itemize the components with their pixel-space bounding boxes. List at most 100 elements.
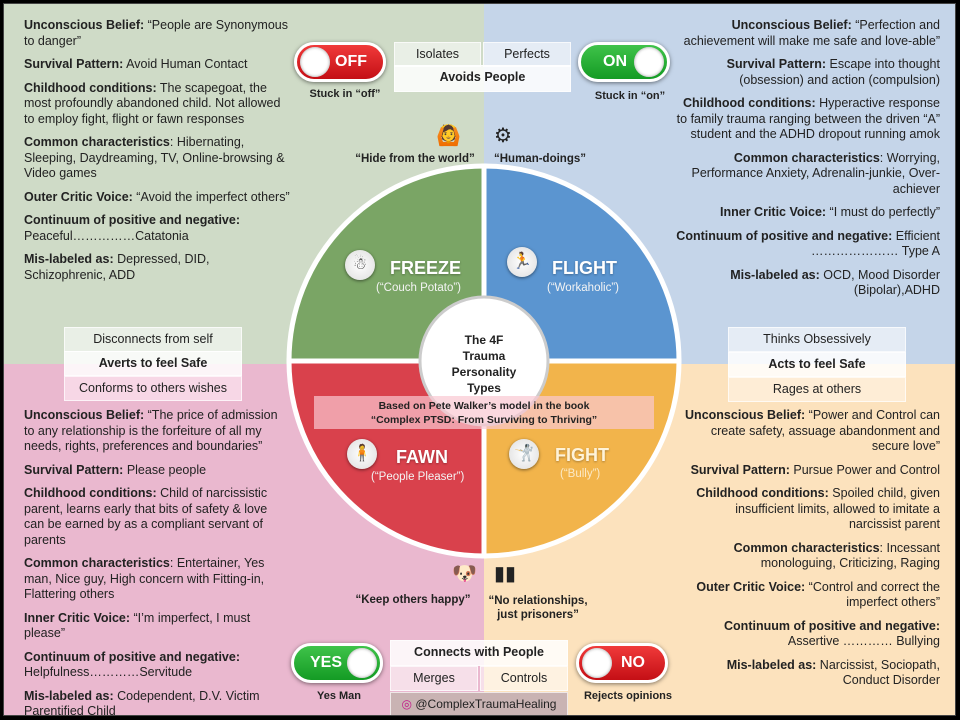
attribute-value: Please people <box>123 462 207 477</box>
attribute-2: Childhood conditions: Hyperactive respon… <box>672 96 940 143</box>
toggle-label: ON <box>603 53 627 70</box>
attribute-value: Spoiled child, given insufficient limits… <box>735 486 940 531</box>
thinks-obsessively-box: Thinks Obsessively <box>728 327 906 352</box>
attribute-label: Unconscious Belief: <box>731 18 852 32</box>
attribute-label: Childhood conditions: <box>24 486 157 500</box>
attribute-3: Common characteristics: Hibernating, Sle… <box>24 135 294 182</box>
fawn-person-icon: 🧍 <box>347 439 377 469</box>
attribute-value: : Worrying, Performance Anxiety, Adrenal… <box>691 150 941 196</box>
center-line: Trauma <box>462 349 506 363</box>
attribute-4: Inner Critic Voice: “I must do perfectly… <box>672 205 940 221</box>
attribute-value: “I’m imperfect, I must please” <box>24 610 251 641</box>
center-title: The 4F Trauma Personality Types <box>422 332 546 396</box>
attribute-label: Mis-labeled as: <box>730 267 820 282</box>
prison-icon: ▮▮ <box>494 563 517 585</box>
attribute-6: Mis-labeled as: Codependent, D.V. Victim… <box>24 688 289 716</box>
instagram-handle[interactable]: ◎ @ComplexTraumaHealing <box>390 692 568 715</box>
attribute-label: Survival Pattern: <box>24 57 124 71</box>
source-banner: Based on Pete Walker’s model in the book… <box>314 396 654 429</box>
attribute-label: Childhood conditions: <box>683 96 816 110</box>
flight-segment <box>481 163 682 364</box>
flight-nickname: (“Workaholic”) <box>547 282 619 294</box>
toggle-label: NO <box>621 654 645 671</box>
attribute-value: “The price of admission to any relations… <box>24 408 278 453</box>
attribute-value: The scapegoat, the most profoundly aband… <box>24 80 281 126</box>
handle-text: @ComplexTraumaHealing <box>415 697 557 711</box>
attribute-value: Child of narcissistic parent, learns ear… <box>24 486 268 547</box>
fawn-label: FAWN <box>396 447 448 467</box>
source-line: Based on Pete Walker’s model in the book <box>378 400 590 412</box>
attribute-label: Childhood conditions: <box>24 80 157 95</box>
attribute-value: “Avoid the imperfect others” <box>132 189 290 204</box>
toggle-knob <box>582 648 612 678</box>
attribute-0: Unconscious Belief: “People are Synonymo… <box>24 18 294 49</box>
attribute-value: : Incessant monologuing, Criticizing, Ra… <box>760 540 940 571</box>
attribute-4: Inner Critic Voice: “I’m imperfect, I mu… <box>24 611 289 642</box>
attribute-0: Unconscious Belief: “The price of admiss… <box>24 408 289 455</box>
connects-box: Connects with People <box>390 640 568 666</box>
attribute-6: Mis-labeled as: OCD, Mood Disorder (Bipo… <box>672 268 940 299</box>
disconnects-box: Disconnects from self <box>64 327 242 352</box>
attribute-value: “Perfection and achievement will make me… <box>683 18 940 48</box>
freeze-toggle-caption: Stuck in “off” <box>309 88 381 100</box>
attribute-label: Outer Critic Voice: <box>696 579 806 594</box>
center-line: Types <box>467 381 501 395</box>
flight-description: Unconscious Belief: “Perfection and achi… <box>672 18 940 307</box>
attribute-value: “Control and correct the imperfect other… <box>805 579 940 610</box>
snowman-icon: ☃ <box>345 250 375 280</box>
yes-toggle[interactable]: YES <box>291 643 383 683</box>
attribute-6: Mis-labeled as: Narcissist, Sociopath, C… <box>680 658 940 689</box>
attribute-value: “I must do perfectly” <box>826 205 940 219</box>
conforms-box: Conforms to others wishes <box>64 376 242 401</box>
flight-quote: “Human-doings” <box>494 153 586 165</box>
acts-box: Acts to feel Safe <box>728 352 906 377</box>
attribute-label: Continuum of positive and negative: <box>24 649 240 664</box>
attribute-label: Childhood conditions: <box>696 486 829 500</box>
attribute-6: Mis-labeled as: Depressed, DID, Schizoph… <box>24 252 294 283</box>
freeze-quote: “Hide from the world” <box>355 153 475 165</box>
attribute-label: Common characteristics <box>24 135 170 149</box>
toggle-knob <box>634 47 664 77</box>
on-toggle[interactable]: ON <box>578 42 670 82</box>
attribute-value: : Entertainer, Yes man, Nice guy, High c… <box>24 556 265 601</box>
fawn-nickname: (“People Pleaser”) <box>371 471 465 483</box>
off-toggle[interactable]: OFF <box>294 42 386 82</box>
fawn-toggle-caption: Yes Man <box>316 690 362 702</box>
dog-icon: 🐶 <box>452 563 477 585</box>
attribute-label: Mis-labeled as: <box>24 252 114 266</box>
attribute-value: : Hibernating, Sleeping, Daydreaming, TV… <box>24 135 285 180</box>
hiding-person-icon: 🙆 <box>436 125 461 147</box>
attribute-value: Avoid Human Contact <box>123 57 248 71</box>
attribute-value: Codependent, D.V. Victim Parentified Chi… <box>24 688 260 716</box>
attribute-label: Continuum of positive and negative: <box>724 618 940 633</box>
perfects-box: Perfects <box>483 42 571 67</box>
controls-box: Controls <box>480 666 568 691</box>
center-line: Personality <box>451 365 517 379</box>
instagram-icon: ◎ <box>401 697 416 711</box>
toggle-label: YES <box>310 654 343 671</box>
attribute-2: Childhood conditions: Child of narcissis… <box>24 486 289 548</box>
attribute-0: Unconscious Belief: “Perfection and achi… <box>672 18 940 49</box>
attribute-1: Survival Pattern: Please people <box>24 463 289 479</box>
rages-box: Rages at others <box>728 377 906 402</box>
toggle-knob <box>347 648 377 678</box>
merges-box: Merges <box>390 666 478 691</box>
attribute-4: Outer Critic Voice: “Avoid the imperfect… <box>24 190 294 206</box>
attribute-value: “People are Synonymous to danger” <box>24 18 289 48</box>
freeze-nickname: (“Couch Potato”) <box>376 282 462 294</box>
attribute-value: Efficient ………………… Type A <box>811 228 940 259</box>
attribute-5: Continuum of positive and negative: Peac… <box>24 213 294 244</box>
attribute-label: Survival Pattern: <box>24 462 124 477</box>
attribute-0: Unconscious Belief: “Power and Control c… <box>680 408 940 455</box>
attribute-3: Common characteristics: Entertainer, Yes… <box>24 556 289 603</box>
attribute-value: Assertive ………… Bullying <box>787 634 940 648</box>
attribute-label: Inner Critic Voice: <box>24 610 131 625</box>
attribute-value: OCD, Mood Disorder (Bipolar),ADHD <box>819 267 940 298</box>
attribute-label: Survival Pattern: <box>690 462 790 477</box>
attribute-label: Unconscious Belief: <box>685 408 806 422</box>
fight-quote: “No relationships, just prisoners” <box>488 595 588 621</box>
attribute-label: Continuum of positive and negative: <box>676 228 893 243</box>
attribute-label: Common characteristics <box>733 150 880 165</box>
no-toggle[interactable]: NO <box>576 643 668 683</box>
source-book-title: “Complex PTSD: From Surviving to Thrivin… <box>370 414 598 426</box>
